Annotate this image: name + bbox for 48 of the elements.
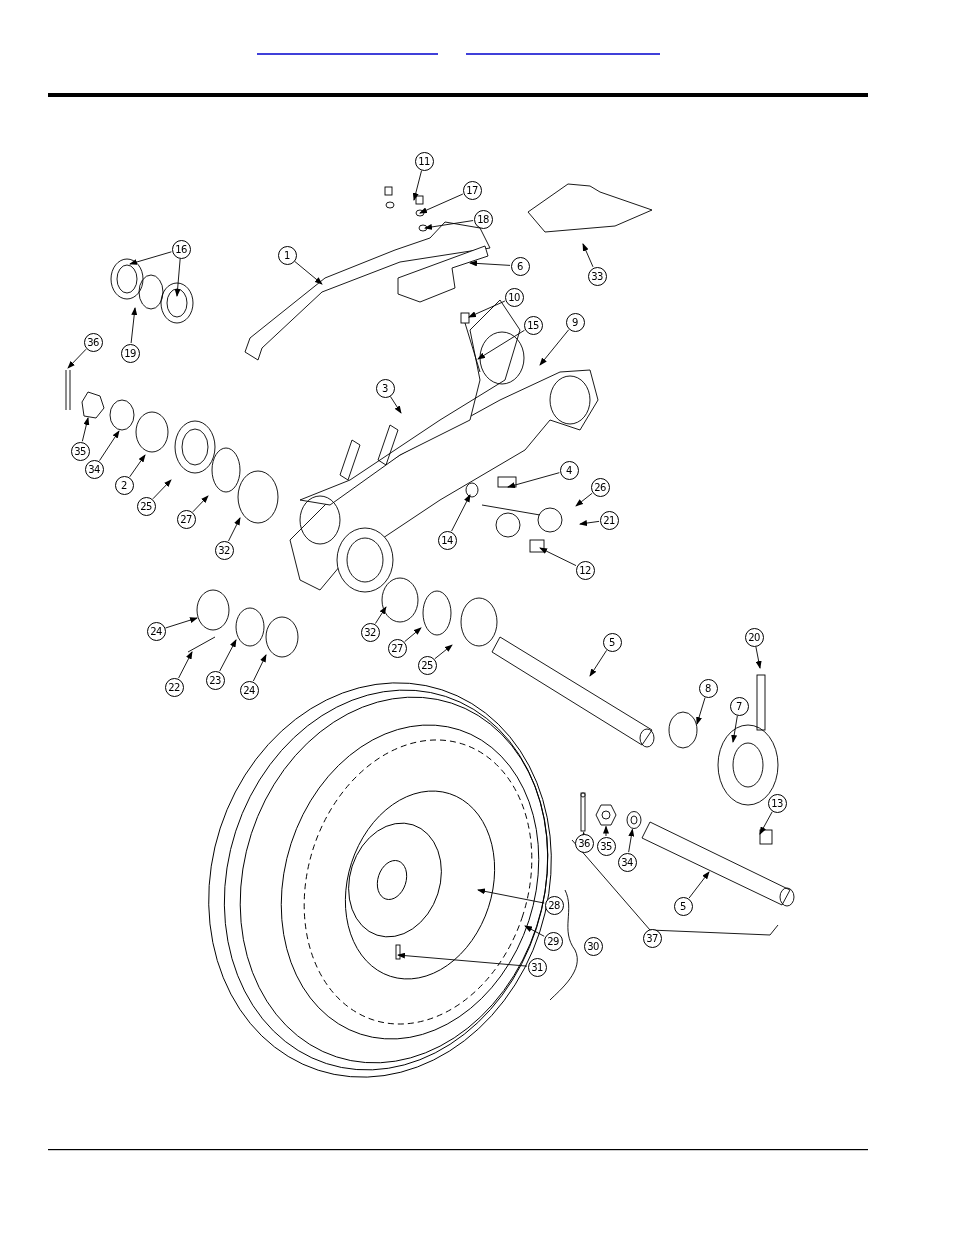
washer [625, 811, 643, 829]
callout-number: 5 [673, 896, 693, 916]
callout-number: 27 [176, 509, 196, 529]
callout-number: 5 [602, 632, 622, 652]
callout-number: 11 [414, 151, 434, 171]
callout-number: 7 [729, 696, 749, 716]
callout-number: 27 [387, 638, 407, 658]
callout-number: 3 [375, 378, 395, 398]
callout-number: 32 [214, 540, 234, 560]
callout-number: 25 [417, 655, 437, 675]
callout-number: 30 [583, 936, 603, 956]
callout-number: 13 [767, 793, 787, 813]
callout-number: 15 [523, 315, 543, 335]
callout-number: 34 [84, 459, 104, 479]
callout-number: 34 [617, 852, 637, 872]
callout-number: 18 [473, 209, 493, 229]
callout-number: 24 [239, 680, 259, 700]
callout-number: 35 [596, 836, 616, 856]
callout-number: 26 [590, 477, 610, 497]
callout-number: 37 [642, 928, 662, 948]
callout-number: 17 [462, 180, 482, 200]
callout-number: 22 [164, 677, 184, 697]
callout-number: 25 [136, 496, 156, 516]
callout-number: 33 [587, 266, 607, 286]
callout-number: 4 [559, 460, 579, 480]
callout-number: 6 [510, 256, 530, 276]
cotter-pin [578, 792, 588, 832]
leader-line [603, 825, 609, 837]
callout-number: 20 [744, 627, 764, 647]
callout-number: 36 [83, 332, 103, 352]
callout-number: 16 [171, 239, 191, 259]
callout-number: 32 [360, 622, 380, 642]
callout-number: 36 [574, 833, 594, 853]
callout-number: 31 [527, 957, 547, 977]
callout-number: 24 [146, 621, 166, 641]
hex-nut [595, 804, 617, 826]
callout-number: 9 [565, 312, 585, 332]
callout-number: 12 [575, 560, 595, 580]
callout-number: 10 [504, 287, 524, 307]
callout-number: 19 [120, 343, 140, 363]
callout-number: 14 [437, 530, 457, 550]
callout-number: 29 [543, 931, 563, 951]
callout-number: 2 [114, 475, 134, 495]
callout-number: 21 [599, 510, 619, 530]
callout-number: 35 [70, 441, 90, 461]
callout-number: 8 [698, 678, 718, 698]
callout-number: 23 [205, 670, 225, 690]
callout-number: 1 [277, 245, 297, 265]
